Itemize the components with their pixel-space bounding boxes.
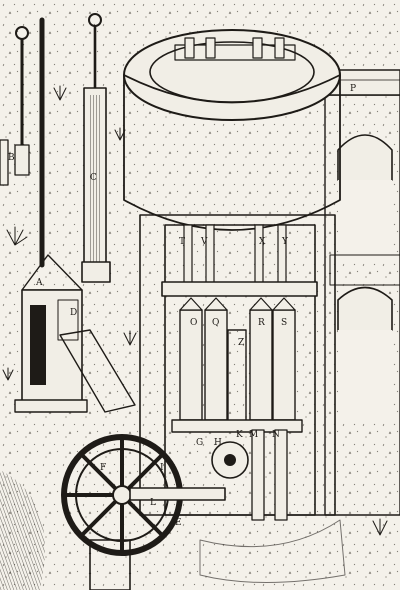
pump-rods: [0, 13, 111, 283]
letter-h: H: [214, 438, 222, 448]
letter-s: S: [281, 318, 287, 328]
letter-y: Y: [281, 237, 289, 247]
letter-l: L: [150, 498, 156, 508]
letter-e: E: [175, 518, 182, 528]
letter-k: K: [236, 430, 243, 440]
labels: A B C D P T V X Y O Q R S Z K H G M N I …: [8, 84, 356, 528]
letter-b: B: [8, 153, 15, 163]
letter-c: C: [90, 173, 97, 183]
letter-d: D: [70, 308, 77, 318]
pump-shaft: [161, 224, 318, 521]
aqueduct-wall: [324, 94, 400, 516]
water-wheel: [61, 434, 226, 590]
letter-r: R: [258, 318, 265, 328]
pump-house: [14, 254, 136, 413]
letter-g: G: [196, 438, 203, 448]
letter-m: M: [249, 430, 258, 440]
tower: [123, 29, 341, 516]
letter-z: Z: [238, 338, 244, 348]
letter-v: V: [200, 237, 208, 247]
letter-f: F: [100, 463, 106, 473]
letter-n: N: [272, 430, 280, 440]
letter-i: I: [160, 463, 164, 473]
letter-o: O: [190, 318, 197, 328]
letter-x: X: [259, 237, 266, 247]
letter-p: P: [350, 84, 356, 94]
letter-q: Q: [212, 318, 219, 328]
letter-a: A: [35, 278, 43, 288]
river: [0, 470, 346, 590]
letter-t: T: [179, 237, 185, 247]
